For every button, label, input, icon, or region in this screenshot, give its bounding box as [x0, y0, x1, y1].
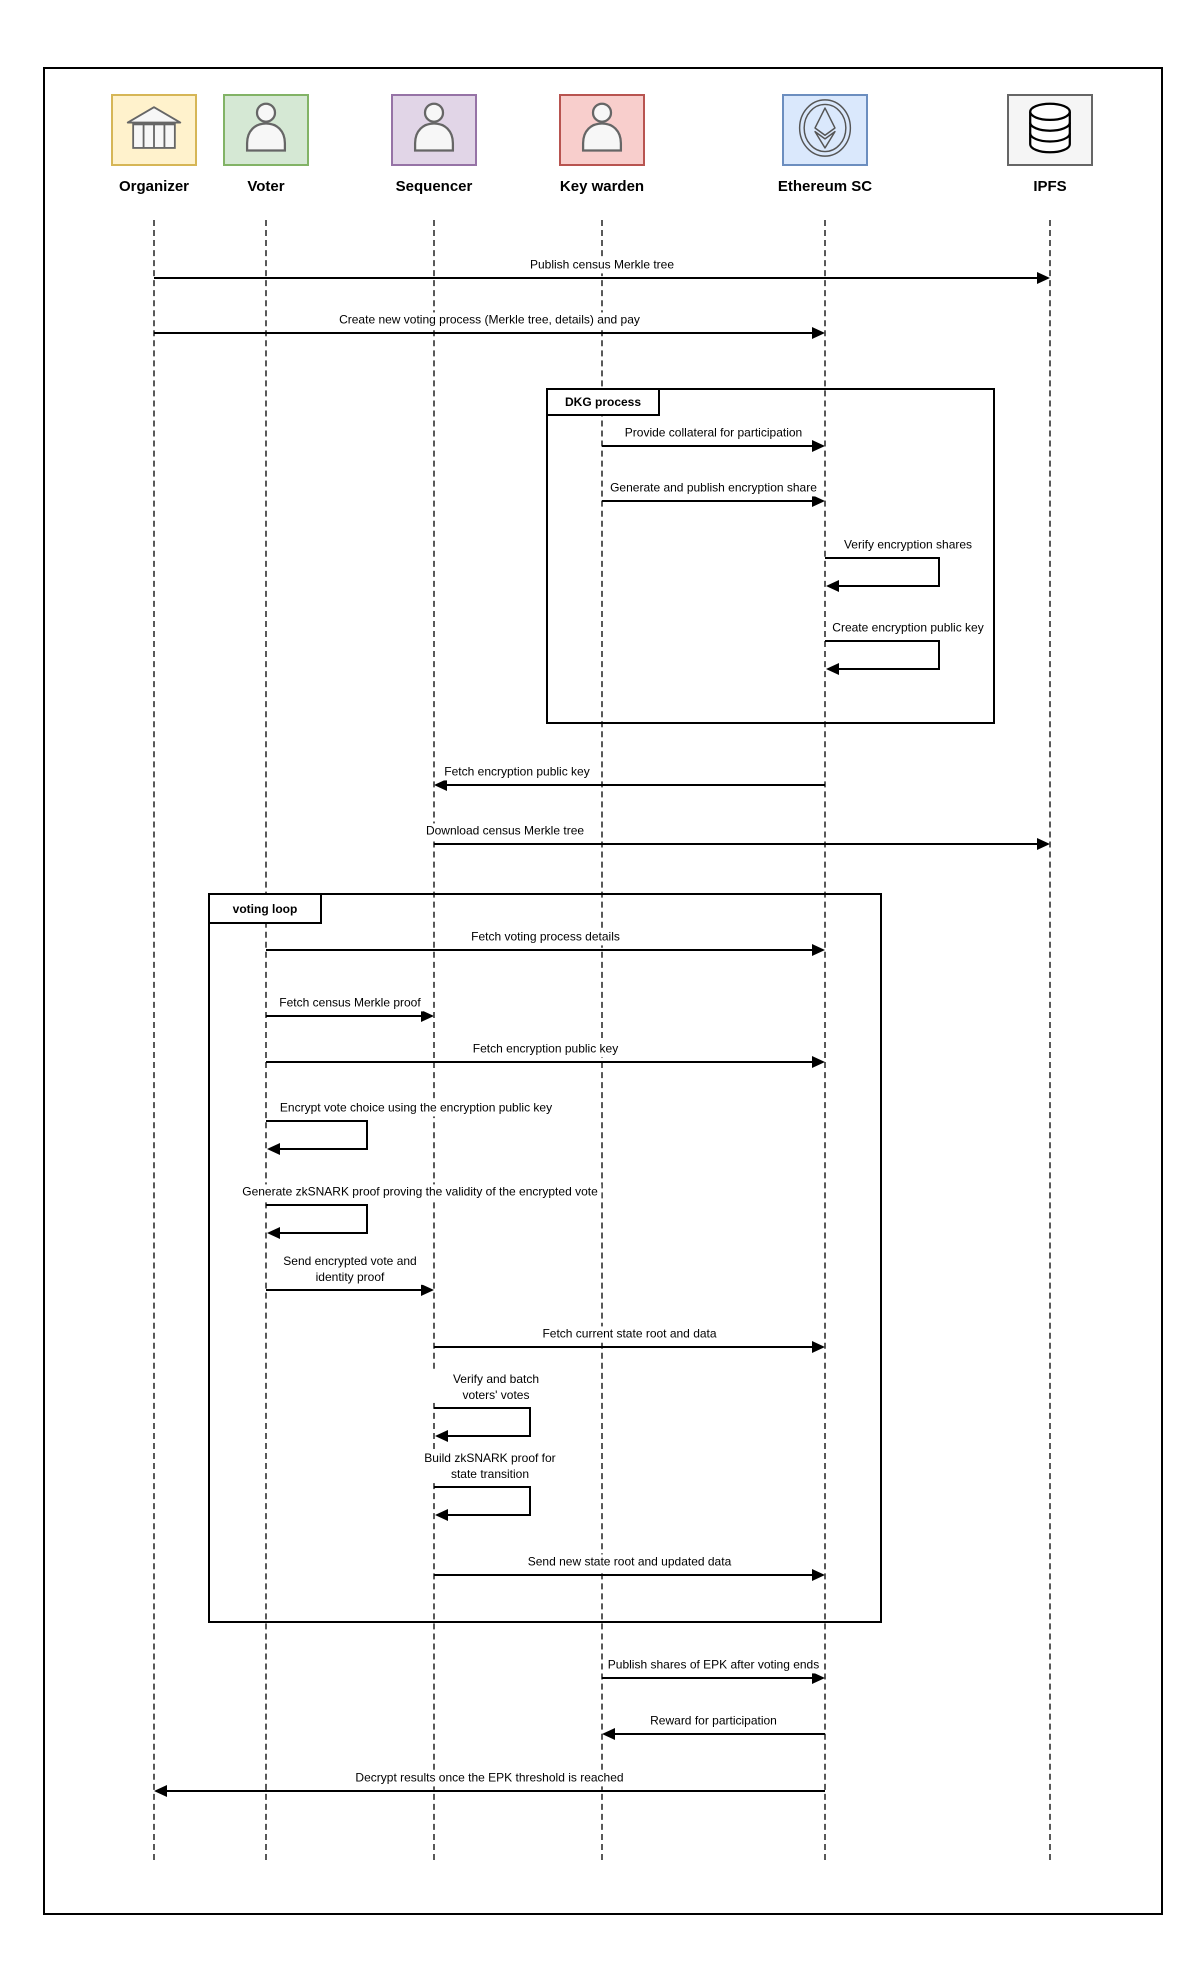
message-arrow — [434, 1346, 814, 1348]
self-message-line — [838, 585, 938, 587]
self-message-line — [529, 1407, 531, 1437]
self-message-line — [366, 1120, 368, 1150]
message-label: Reward for participation — [647, 1713, 780, 1729]
message-label: Fetch census Merkle proof — [276, 995, 424, 1011]
message-arrow — [154, 332, 814, 334]
arrowhead-icon — [421, 1010, 434, 1022]
arrowhead-icon — [1037, 838, 1050, 850]
message-label: Download census Merkle tree — [422, 823, 588, 839]
self-message-line — [366, 1204, 368, 1234]
arrowhead-icon — [812, 1569, 825, 1581]
lifeline-ipfs — [1049, 220, 1051, 1860]
self-message-line — [279, 1148, 366, 1150]
message-arrow — [602, 500, 814, 502]
lifeline-organizer — [153, 220, 155, 1860]
message-label: Fetch encryption public key — [441, 764, 593, 780]
message-arrow — [154, 277, 1039, 279]
arrowhead-icon — [812, 495, 825, 507]
self-message-line — [434, 1407, 529, 1409]
message-arrow — [266, 1061, 814, 1063]
message-arrow — [434, 1574, 814, 1576]
self-message-line — [825, 557, 938, 559]
lifeline-voter — [265, 220, 267, 1860]
arrowhead-icon — [435, 1509, 448, 1521]
lifeline-ethereum-sc — [824, 220, 826, 1860]
lifeline-key-warden — [601, 220, 603, 1860]
message-arrow — [165, 1790, 825, 1792]
self-message-line — [838, 668, 938, 670]
self-message-line — [447, 1514, 529, 1516]
arrowhead-icon — [826, 580, 839, 592]
self-message-line — [825, 640, 938, 642]
message-label: Create encryption public key — [829, 620, 987, 636]
message-label: Verify encryption shares — [840, 537, 976, 553]
self-message-line — [434, 1486, 529, 1488]
message-label: Generate zkSNARK proof proving the valid… — [239, 1184, 601, 1200]
message-label: Create new voting process (Merkle tree, … — [336, 312, 643, 328]
arrowhead-icon — [1037, 272, 1050, 284]
arrowhead-icon — [812, 440, 825, 452]
arrowhead-icon — [602, 1728, 615, 1740]
message-label: Build zkSNARK proof for state transition — [417, 1450, 563, 1482]
self-message-line — [279, 1232, 366, 1234]
message-arrow — [445, 784, 825, 786]
message-label: Verify and batch voters' votes — [433, 1371, 559, 1403]
message-arrow — [602, 445, 814, 447]
arrowhead-icon — [267, 1143, 280, 1155]
self-message-line — [529, 1486, 531, 1516]
message-label: Decrypt results once the EPK threshold i… — [352, 1770, 627, 1786]
arrowhead-icon — [435, 1430, 448, 1442]
self-message-line — [938, 557, 940, 587]
message-arrow — [266, 1015, 423, 1017]
arrowhead-icon — [826, 663, 839, 675]
arrowhead-icon — [812, 327, 825, 339]
self-message-line — [266, 1204, 366, 1206]
self-message-line — [447, 1435, 529, 1437]
message-arrow — [434, 843, 1039, 845]
arrowhead-icon — [812, 1341, 825, 1353]
message-arrow — [602, 1677, 814, 1679]
diagram-border — [43, 67, 1163, 1915]
arrowhead-icon — [267, 1227, 280, 1239]
self-message-line — [938, 640, 940, 670]
message-label: Publish census Merkle tree — [526, 257, 678, 273]
arrowhead-icon — [154, 1785, 167, 1797]
self-message-line — [266, 1120, 366, 1122]
message-arrow — [266, 1289, 423, 1291]
message-label: Provide collateral for participation — [621, 425, 806, 441]
message-label: Encrypt vote choice using the encryption… — [276, 1100, 556, 1116]
message-label: Publish shares of EPK after voting ends — [604, 1657, 823, 1673]
arrowhead-icon — [812, 1672, 825, 1684]
message-label: Send encrypted vote and identity proof — [272, 1253, 428, 1285]
message-label: Generate and publish encryption share — [607, 480, 820, 496]
arrowhead-icon — [812, 944, 825, 956]
message-label: Fetch voting process details — [468, 929, 623, 945]
arrowhead-icon — [434, 779, 447, 791]
message-label: Fetch encryption public key — [469, 1041, 622, 1057]
message-label: Send new state root and updated data — [524, 1554, 735, 1570]
message-arrow — [266, 949, 814, 951]
arrowhead-icon — [421, 1284, 434, 1296]
message-arrow — [613, 1733, 825, 1735]
message-label: Fetch current state root and data — [539, 1326, 720, 1342]
arrowhead-icon — [812, 1056, 825, 1068]
lifeline-sequencer — [433, 220, 435, 1860]
